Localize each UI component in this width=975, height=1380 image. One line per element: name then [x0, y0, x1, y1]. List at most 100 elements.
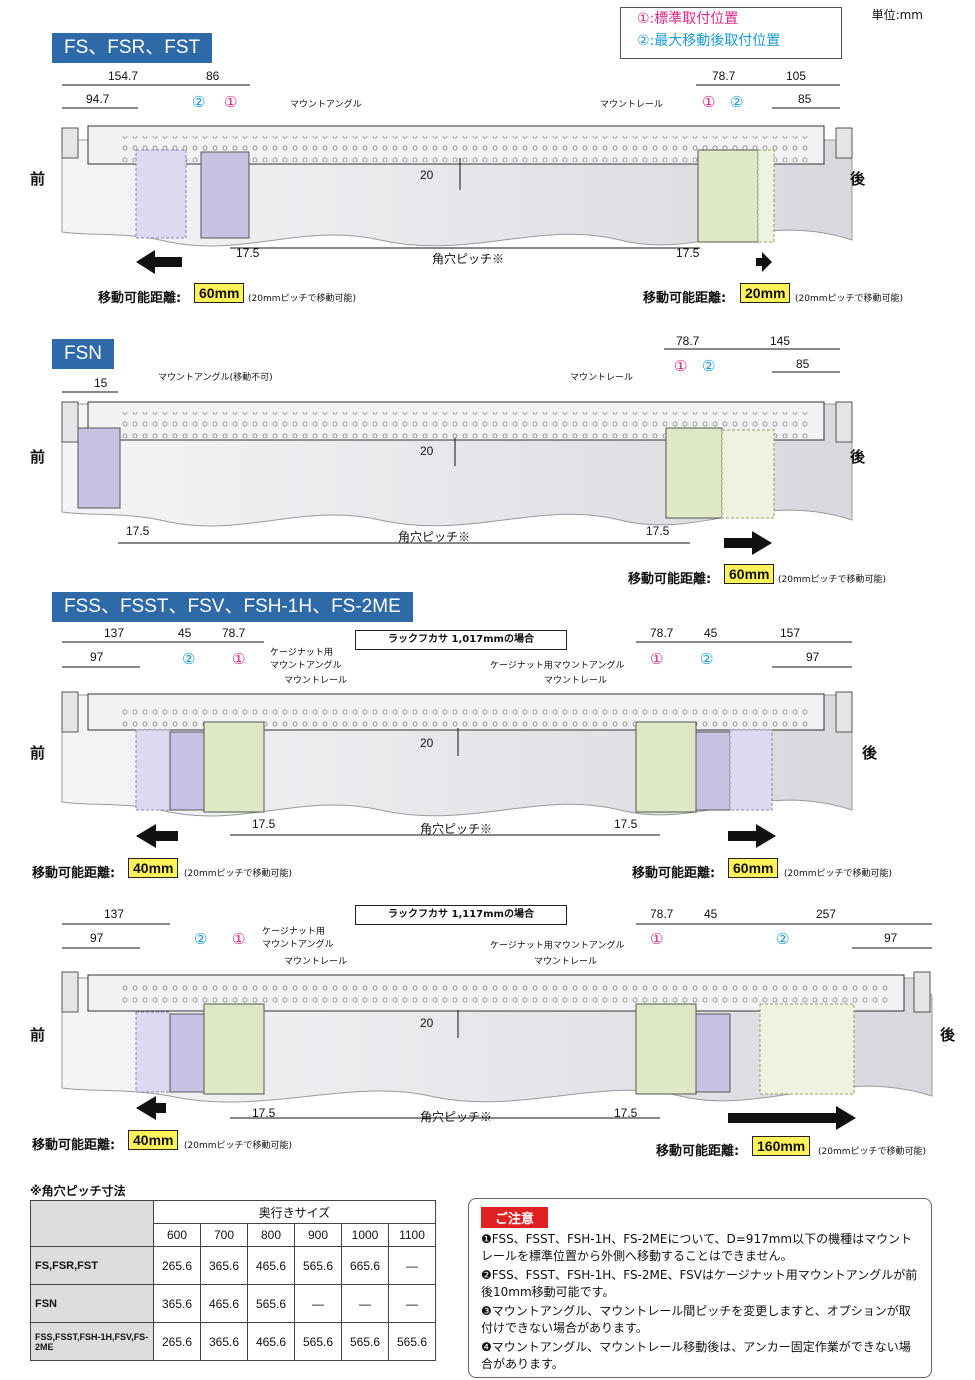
fs-drawing	[61, 84, 853, 274]
table-cell: 465.6	[247, 1322, 295, 1361]
fsn-dim-145: 145	[770, 334, 791, 348]
fs-callout-1-front: ①	[224, 93, 238, 111]
fss1117-callout-1-back: ①	[650, 930, 664, 948]
dim-17-5-front: 17.5	[236, 246, 260, 260]
dim-85: 85	[798, 92, 812, 106]
fss1117-callout-1-front: ①	[232, 930, 246, 948]
fsn-front-label: 前	[30, 448, 46, 466]
fss1117-dim-78-7: 78.7	[650, 907, 674, 921]
fss1017-cage-angle-line2: マウントアングル	[270, 661, 342, 671]
fss1017-dim-20: 20	[420, 736, 434, 750]
fs-callout-1-back: ①	[702, 93, 716, 111]
row-label: FSN	[30, 1284, 154, 1323]
fss1017-dim-137: 137	[104, 626, 125, 640]
row-label: FS,FSR,FST	[30, 1246, 154, 1285]
unit-label: 単位:mm	[871, 8, 923, 22]
table-cell: ―	[388, 1284, 436, 1323]
fss1117-callout-2-back: ②	[776, 930, 790, 948]
col-900: 900	[294, 1223, 342, 1247]
fs-mount-rail-label: マウントレール	[600, 100, 664, 110]
table-cell: 565.6	[388, 1322, 436, 1361]
caution-title: ご注意	[481, 1207, 549, 1228]
fss1017-callout-2-front: ②	[182, 650, 196, 668]
table-row: FSN 365.6 465.6 565.6 ― ― ―	[30, 1284, 436, 1323]
fsn-dim-17-5-front: 17.5	[126, 524, 150, 538]
fss1117-move-back-value: 160mm	[752, 1136, 811, 1156]
fsn-mount-rail-label: マウントレール	[570, 373, 634, 383]
fss1017-cage-angle-line1: ケージナット用	[270, 648, 333, 658]
table-cell: 365.6	[200, 1246, 248, 1285]
caution-item-3: ❸マウントアングル、マウントレール間ピッチを変更しますと、オプションが取付けでき…	[481, 1304, 911, 1335]
fss1017-drawing	[61, 641, 853, 848]
table-cell: 265.6	[153, 1322, 201, 1361]
table-cell: ―	[388, 1246, 436, 1285]
fss1017-move-back-note: (20mmピッチで移動可能)	[784, 869, 893, 879]
dim-105: 105	[786, 69, 807, 83]
fss1117-move-front-label: 移動可能距離:	[32, 1138, 116, 1153]
fss1017-callout-1-front: ①	[232, 650, 246, 668]
section-title-fss: FSS、FSST、FSV、FSH-1H、FS-2ME	[52, 592, 413, 622]
fss1017-move-front-note: (20mmピッチで移動可能)	[184, 869, 293, 879]
fss1017-dim-97-back: 97	[806, 650, 820, 664]
dim-20: 20	[420, 168, 434, 182]
fss1117-dim-97-front: 97	[90, 931, 104, 945]
fss1017-dim-97-front: 97	[90, 650, 104, 664]
fss1017-dim-157: 157	[780, 626, 801, 640]
fs-move-back-value: 20mm	[740, 283, 791, 303]
fss1017-dim-78-7-front: 78.7	[222, 626, 246, 640]
section-title-fs: FS、FSR、FST	[52, 33, 213, 63]
fs-move-front-note: (20mmピッチで移動可能)	[248, 294, 357, 304]
fss1117-back-label: 後	[940, 1026, 956, 1044]
fsn-mount-angle-fixed-label: マウントアングル(移動不可)	[158, 373, 273, 383]
legend-standard-position: ①:標準取付位置	[637, 11, 739, 27]
fsn-dim-20: 20	[420, 444, 434, 458]
col-700: 700	[200, 1223, 248, 1247]
table-cell: 465.6	[247, 1246, 295, 1285]
table-cell: 365.6	[200, 1322, 248, 1361]
fsn-move-back-label: 移動可能距離:	[628, 572, 712, 587]
table-cell: ―	[341, 1284, 389, 1323]
table-cell: ―	[294, 1284, 342, 1323]
col-600: 600	[153, 1223, 201, 1247]
fss1017-callout-2-back: ②	[700, 650, 714, 668]
fsn-dim-85: 85	[796, 357, 810, 371]
fs-move-front-value: 60mm	[194, 283, 245, 303]
fss1117-move-front-value: 40mm	[128, 1130, 179, 1150]
fss1017-callout-1-back: ①	[650, 650, 664, 668]
table-cell: 565.6	[294, 1246, 342, 1285]
fss1117-move-back-note: (20mmピッチで移動可能)	[818, 1147, 927, 1157]
fss1017-mount-rail-back: マウントレール	[544, 676, 608, 686]
fss1117-cage-angle-back: ケージナット用マウントアングル	[490, 941, 625, 951]
fss1017-cage-angle-back: ケージナット用マウントアングル	[490, 661, 625, 671]
caution-item-4: ❹マウントアングル、マウントレール移動後は、アンカー固定作業ができない場合があり…	[481, 1340, 911, 1371]
fss1117-cage-angle-line1: ケージナット用	[262, 927, 325, 937]
fsn-callout-2: ②	[702, 357, 716, 375]
fss1117-callout-2-front: ②	[194, 930, 208, 948]
fss1117-dim-20: 20	[420, 1016, 434, 1030]
fss1117-dim-17-5-front: 17.5	[252, 1106, 276, 1120]
fs-move-back-label: 移動可能距離:	[643, 291, 727, 306]
row-label: FSS,FSST,FSH-1H,FSV,FS-2ME	[30, 1322, 154, 1361]
fss1017-pitch-label: 角穴ピッチ※	[420, 822, 493, 836]
table-corner	[30, 1200, 154, 1247]
fsn-move-back-value: 60mm	[724, 564, 775, 584]
fsn-back-label: 後	[850, 448, 866, 466]
fsn-pitch-label: 角穴ピッチ※	[398, 530, 471, 544]
fss1017-dim-45-front: 45	[178, 626, 192, 640]
col-1100: 1100	[388, 1223, 436, 1247]
fss1117-cage-angle-line2: マウントアングル	[262, 940, 334, 950]
fss1117-front-label: 前	[30, 1026, 46, 1044]
fs-back-label: 後	[850, 170, 866, 188]
fss1017-dim-78-7-back: 78.7	[650, 626, 674, 640]
fss1017-rack-depth: ラックフカサ 1,017mmの場合	[355, 630, 567, 650]
caution-item-1: ❶FSS、FSST、FSH-1H、FS-2MEについて、D=917mm以下の機種…	[481, 1232, 913, 1263]
fs-front-label: 前	[30, 170, 46, 188]
table-cell: 265.6	[153, 1246, 201, 1285]
dim-154-7: 154.7	[108, 69, 139, 83]
fss1017-mount-rail-front: マウントレール	[284, 676, 348, 686]
section-title-fsn: FSN	[52, 339, 114, 369]
caution-item-2: ❷FSS、FSST、FSH-1H、FS-2ME、FSVはケージナット用マウントア…	[481, 1268, 918, 1299]
position-legend: ①:標準取付位置 ②:最大移動後取付位置	[620, 7, 842, 59]
fsn-dim-15: 15	[94, 376, 108, 390]
col-1000: 1000	[341, 1223, 389, 1247]
